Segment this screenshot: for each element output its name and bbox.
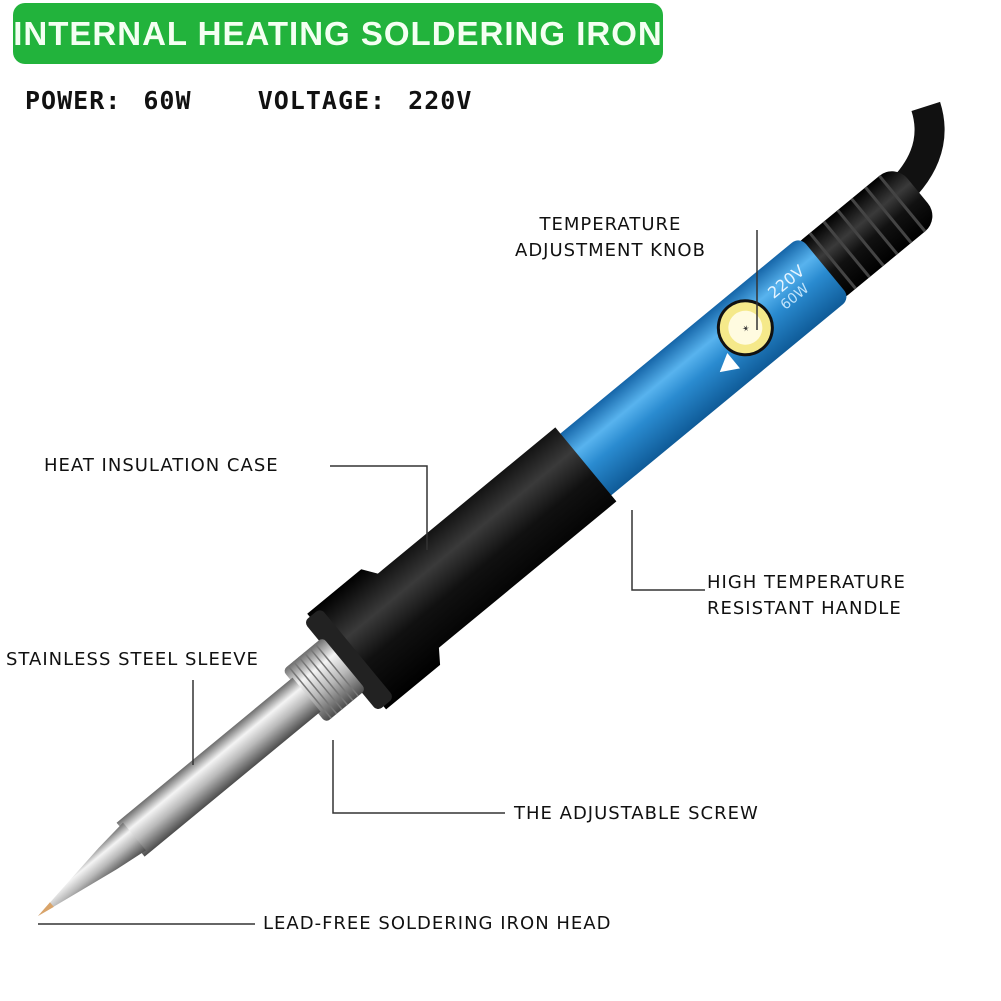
temperature-knob: ✶	[716, 299, 774, 357]
label-line: TEMPERATURE	[539, 214, 682, 235]
power-label: POWER:	[25, 86, 122, 115]
label-iron-head: LEAD-FREE SOLDERING IRON HEAD	[263, 913, 612, 934]
label-line: ADJUSTMENT KNOB	[515, 240, 706, 261]
label-stainless-sleeve: STAINLESS STEEL SLEEVE	[6, 649, 259, 670]
voltage-label: VOLTAGE:	[257, 86, 387, 115]
title-banner: INTERNAL HEATING SOLDERING IRON	[13, 3, 663, 64]
stainless-steel-sleeve	[116, 677, 321, 857]
voltage-value: 220V	[408, 86, 473, 115]
label-line: RESISTANT HANDLE	[707, 598, 902, 619]
power-value: 60W	[143, 86, 192, 115]
heat-insulation-case	[307, 427, 617, 710]
label-handle: HIGH TEMPERATURE RESISTANT HANDLE	[707, 570, 906, 622]
label-temperature-knob: TEMPERATURE ADJUSTMENT KNOB	[515, 212, 706, 264]
label-heat-insulation-case: HEAT INSULATION CASE	[44, 455, 279, 476]
leader-lines	[38, 230, 758, 925]
blue-handle	[549, 240, 847, 504]
label-adjustable-screw: THE ADJUSTABLE SCREW	[514, 803, 759, 824]
arrow-marker	[719, 352, 741, 373]
strain-relief	[794, 171, 933, 300]
iron-tip	[38, 822, 146, 916]
specs-line: POWER: 60W VOLTAGE: 220V	[25, 86, 472, 115]
label-line: HIGH TEMPERATURE	[707, 572, 906, 593]
